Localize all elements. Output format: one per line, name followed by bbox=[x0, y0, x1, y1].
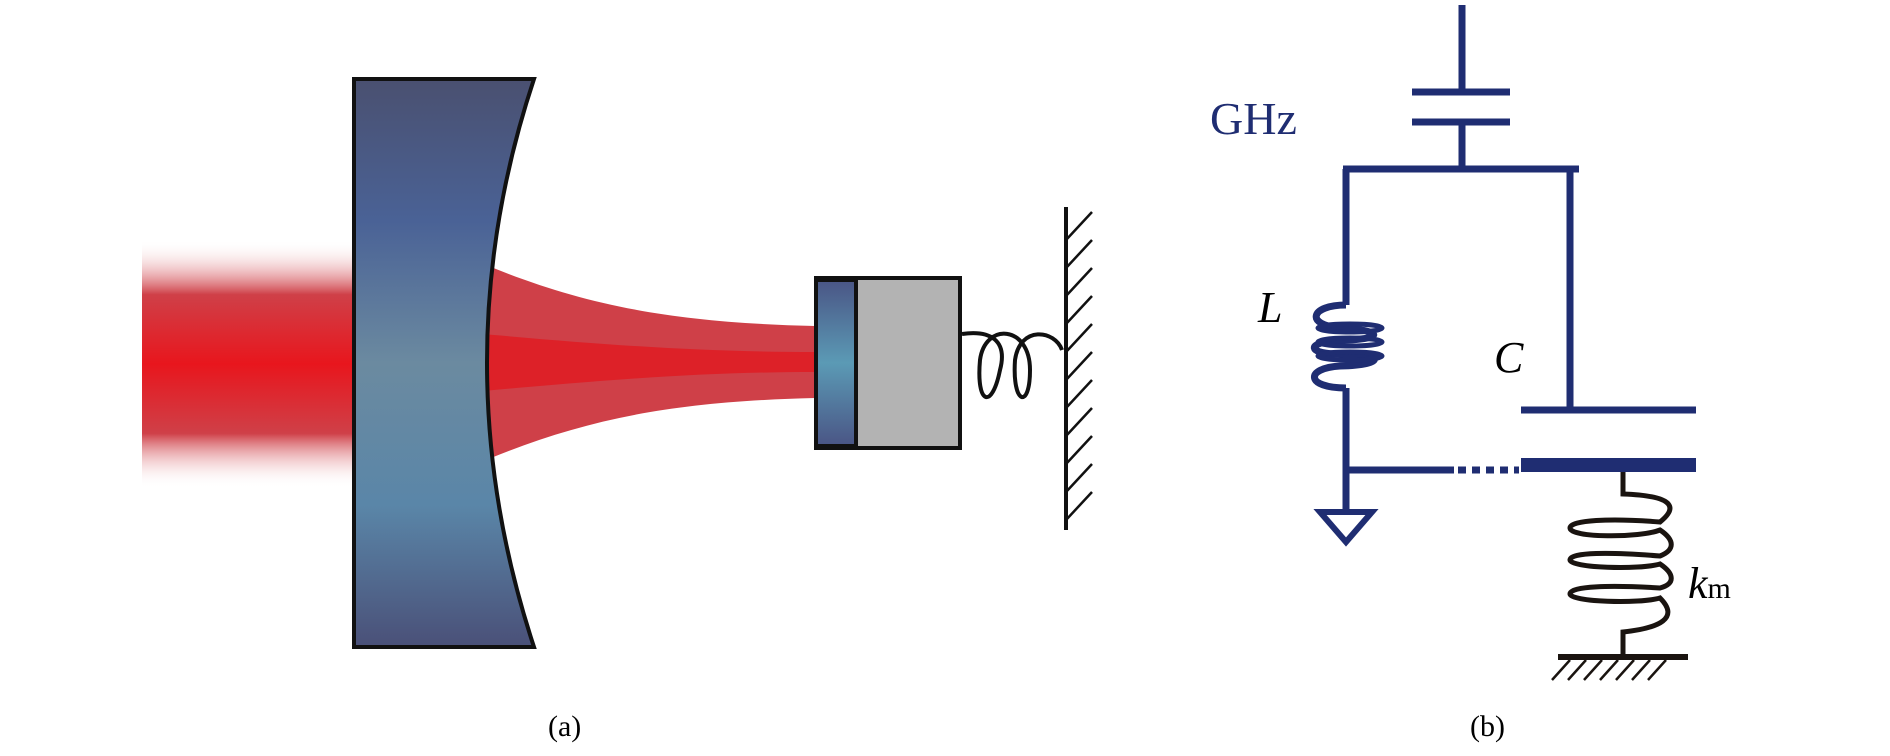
spring-subscript: m bbox=[1707, 572, 1731, 605]
spring-k: k bbox=[1688, 559, 1708, 608]
panel-a-optomechanics bbox=[142, 77, 1093, 649]
wall-hatching bbox=[1065, 211, 1093, 521]
cavity-mirror bbox=[352, 77, 537, 649]
panel-b-circuit bbox=[1310, 5, 1696, 547]
capacitor-label: C bbox=[1494, 333, 1524, 382]
inductor-label: L bbox=[1258, 283, 1283, 332]
panel-a-caption: (a) bbox=[548, 710, 582, 743]
mechanical-spring-b bbox=[1551, 472, 1688, 681]
ground-symbol bbox=[1313, 509, 1379, 547]
capacitor-plate-movable bbox=[1521, 458, 1696, 472]
spring-constant-label: km bbox=[1688, 558, 1731, 609]
spring-a bbox=[961, 331, 1064, 400]
panel-b-caption: (b) bbox=[1470, 710, 1505, 743]
ghz-source-label: GHz bbox=[1210, 93, 1297, 144]
oscillator-mirror-coating bbox=[814, 278, 858, 448]
